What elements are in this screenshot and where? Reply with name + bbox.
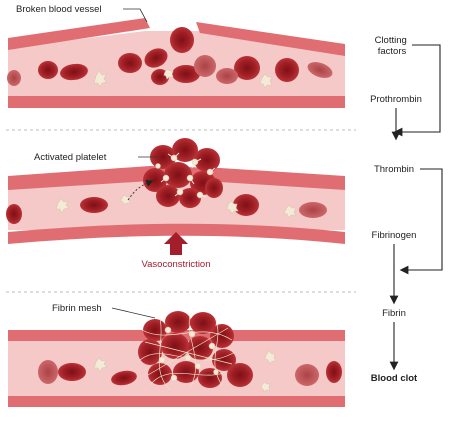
vessel-wall-top-left: [8, 18, 150, 50]
vessel-lumen-middle: [8, 180, 345, 230]
cascade-step-fibrinogen: Fibrinogen: [372, 230, 417, 241]
broken-vessel-pointer: [123, 8, 148, 23]
platelets-bottom: [93, 350, 277, 393]
fibrin-mesh-label: Fibrin mesh: [52, 303, 102, 314]
cascade-step-clotting-factors-line2: factors: [378, 46, 407, 57]
coagulation-cascade: Clotting factors Prothrombin Thrombin Fi…: [370, 35, 443, 384]
platelets: [93, 68, 273, 89]
clot-with-fibrin: [138, 311, 236, 391]
panel-activated-platelet: Activated platelet Vasoconstriction: [6, 138, 345, 270]
platelet-cluster: [143, 138, 223, 208]
cascade-connector-2: [399, 168, 443, 275]
vessel-wall-bottom: [8, 96, 345, 108]
broken-vessel-label: Broken blood vessel: [16, 4, 102, 15]
vasoconstriction-arrow: [164, 232, 188, 255]
panel-broken-vessel: Broken blood vessel: [7, 4, 345, 108]
cascade-connector-1: [393, 44, 441, 137]
cascade-step-clotting-factors-line1: Clotting: [375, 35, 407, 46]
fibrin-mesh-pointer: [111, 307, 156, 319]
cascade-step-prothrombin: Prothrombin: [370, 94, 422, 105]
cascade-step-thrombin: Thrombin: [374, 164, 414, 175]
vessel-wall-bottom-bottom: [8, 396, 345, 407]
vasoconstriction-label: Vasoconstriction: [142, 259, 211, 270]
panel-fibrin-mesh: Fibrin mesh: [8, 303, 345, 407]
activated-platelet-label: Activated platelet: [34, 152, 107, 163]
red-blood-cells-bottom: [38, 360, 342, 387]
red-blood-cells: [7, 27, 333, 86]
cascade-step-clotting-factors: Clotting factors: [375, 35, 410, 57]
fibrin-strands: [139, 313, 236, 391]
platelets-middle: [55, 194, 297, 219]
vessel-wall-top-right: [196, 22, 345, 56]
red-blood-cells-middle: [6, 194, 327, 224]
cascade-step-blood-clot: Blood clot: [371, 373, 418, 384]
cascade-step-fibrin: Fibrin: [382, 308, 406, 319]
